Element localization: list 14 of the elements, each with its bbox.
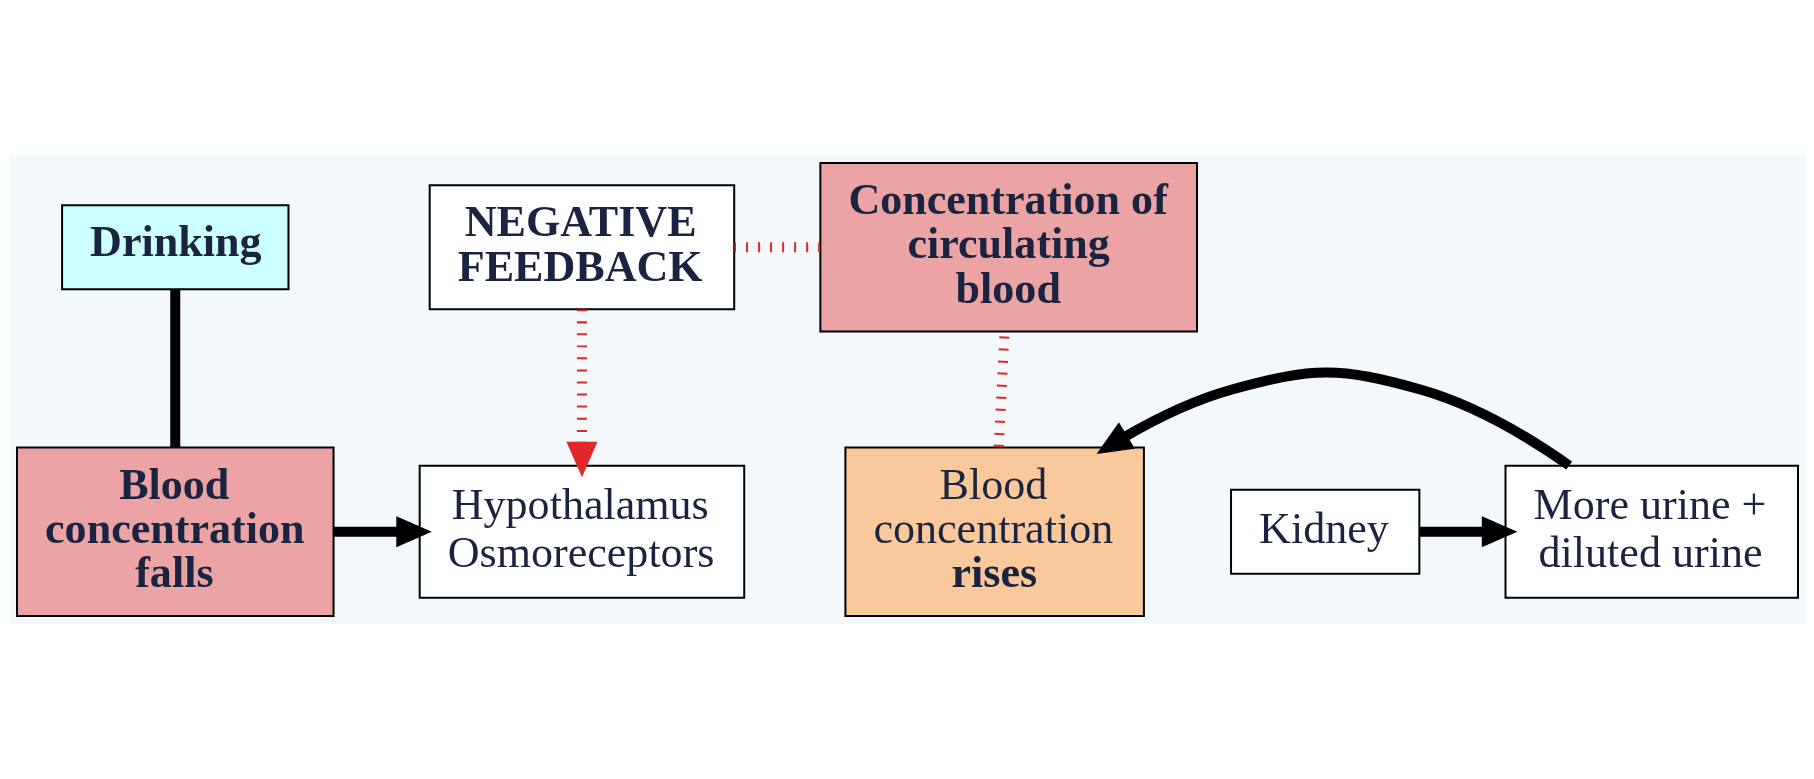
node-box: Hypothalamus Osmoreceptors: [418, 464, 745, 599]
connector: [169, 289, 180, 448]
node-box: NEGATIVE FEEDBACK: [428, 184, 735, 311]
arrow: [1096, 367, 1572, 470]
node-box: Blood concentration rises: [843, 446, 1145, 617]
node-box: Concentration of circulating blood: [818, 162, 1198, 333]
connector: [733, 242, 820, 253]
node-box: Drinking: [60, 204, 289, 291]
arrow: [1419, 516, 1517, 548]
node-box: Blood concentration falls: [15, 446, 335, 617]
arrow: [333, 516, 432, 548]
arrow: [565, 309, 597, 478]
node-box: Kidney: [1229, 488, 1420, 575]
node-box: More urine + diluted urine: [1504, 464, 1799, 599]
